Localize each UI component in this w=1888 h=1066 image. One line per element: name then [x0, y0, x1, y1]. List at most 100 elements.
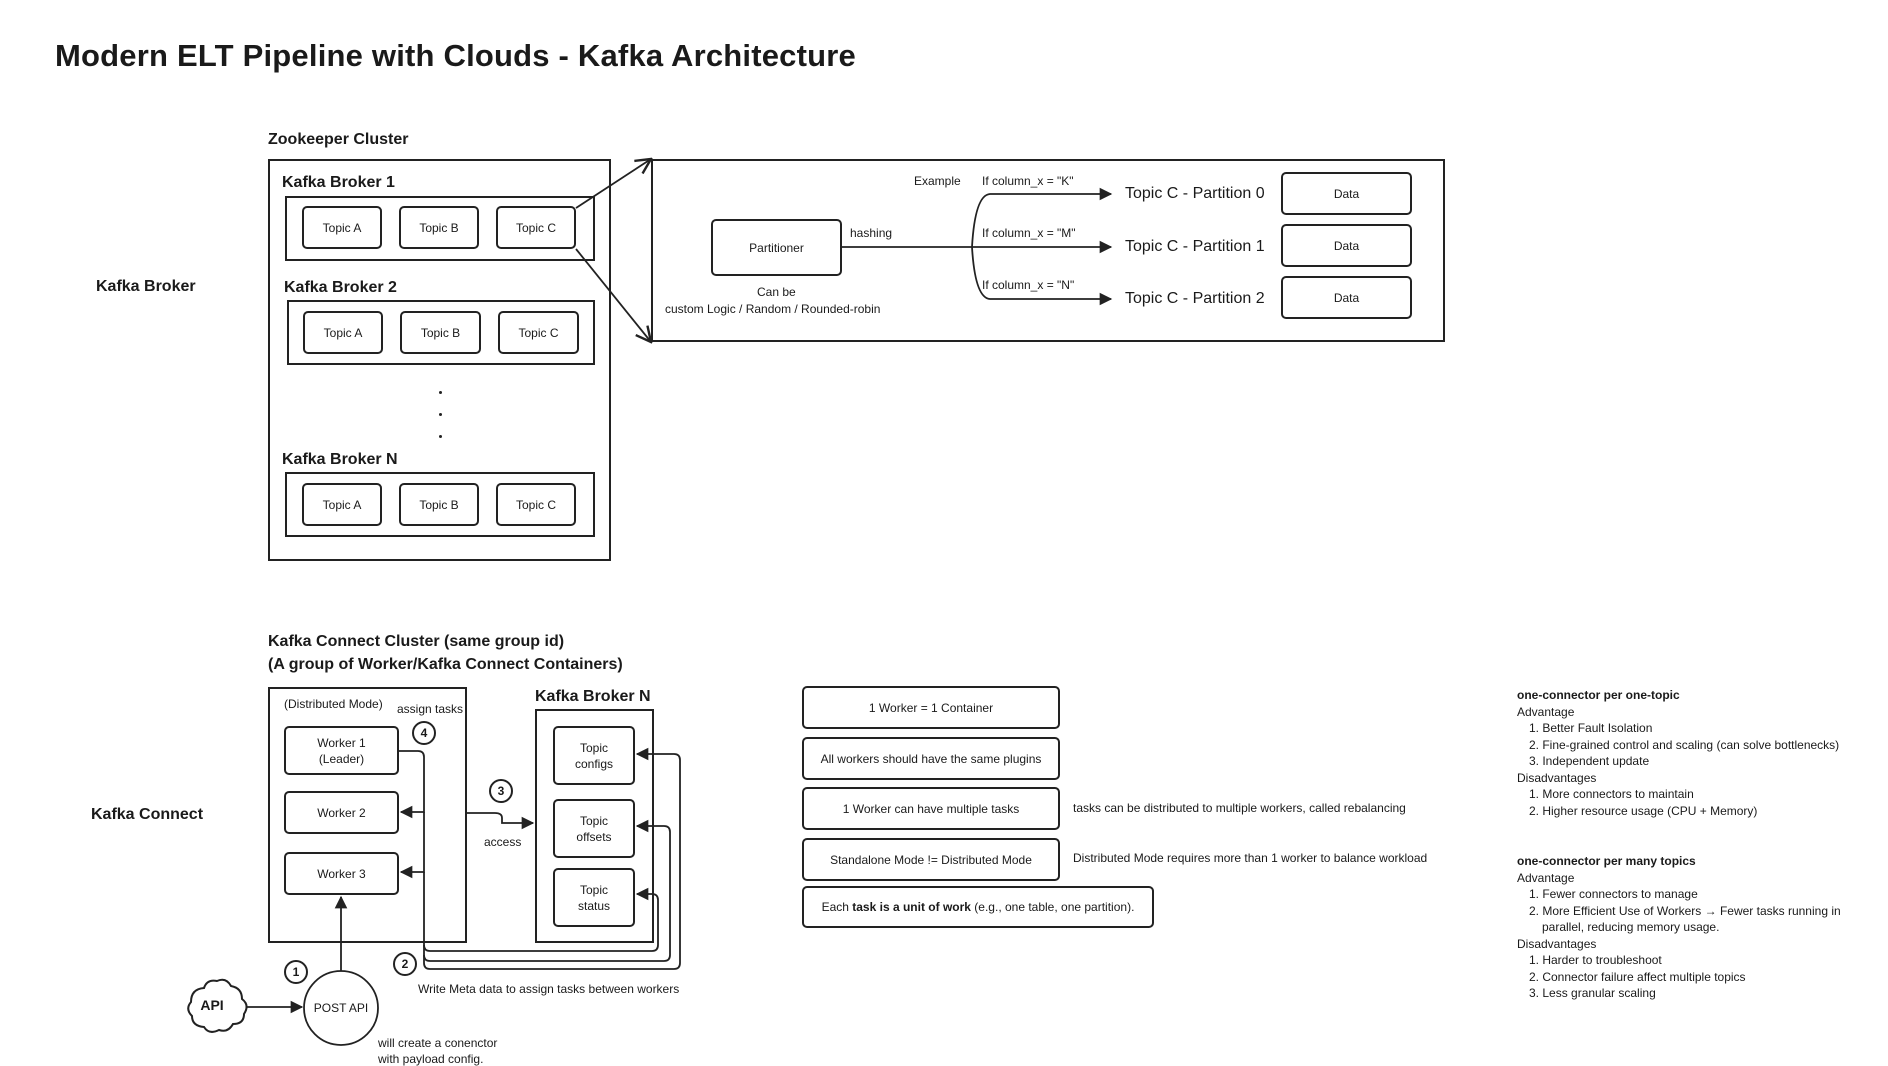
partitioner-logic: custom Logic / Random / Rounded-robin: [665, 302, 881, 316]
fact-box-5: Each task is a unit of work (e.g., one t…: [802, 886, 1154, 928]
partitioner-can-be: Can be: [757, 285, 796, 299]
note-2-dis-item: 3. Less granular scaling: [1529, 986, 1656, 1000]
route-0: [971, 187, 1113, 248]
ellipsis-dot: [439, 435, 442, 438]
partition-1-data: Data: [1281, 224, 1412, 267]
route-condition-0: If column_x = "K": [982, 174, 1074, 188]
broker-1-topic-b: Topic B: [399, 206, 479, 249]
connect-broker-n-label: Kafka Broker N: [535, 688, 651, 705]
broker-2-label: Kafka Broker 2: [284, 279, 397, 296]
fact-note-4: Distributed Mode requires more than 1 wo…: [1073, 851, 1428, 865]
note-2-adv-label: Advantage: [1517, 870, 1575, 885]
post-api-note-line1: will create a conenctor: [378, 1036, 498, 1050]
note-one-topic: one-connector per one-topic Advantage 1.…: [1517, 687, 1847, 819]
access-arrow: [467, 812, 535, 830]
note-2-adv-item-cont: parallel, reducing memory usage.: [1542, 920, 1720, 934]
connect-heading-line2: (A group of Worker/Kafka Connect Contain…: [268, 656, 623, 673]
note-1-heading: one-connector per one-topic: [1517, 688, 1680, 702]
note-2-adv-item: 1. Fewer connectors to manage: [1529, 887, 1698, 901]
zookeeper-cluster-label: Zookeeper Cluster: [268, 131, 409, 148]
note-1-adv-item: 2. Fine-grained control and scaling (can…: [1529, 737, 1840, 752]
fact-box-2: All workers should have the same plugins: [802, 737, 1060, 780]
access-label: access: [484, 835, 522, 849]
write-meta-to-status: [423, 887, 659, 952]
api-icon-text: API: [200, 997, 224, 1013]
post-api-circle: [303, 970, 379, 1046]
broker-n-topic-c: Topic C: [496, 483, 576, 526]
assign-to-worker-2: [399, 750, 425, 819]
step-3-badge: 3: [489, 779, 513, 803]
fact-5-bold: task is a unit of work: [852, 900, 971, 914]
broker-1-topic-c: Topic C: [496, 206, 576, 249]
ellipsis-dot: [439, 413, 442, 416]
partition-2-data: Data: [1281, 276, 1412, 319]
broker-2-topic-a: Topic A: [303, 311, 383, 354]
partition-0-label: Topic C - Partition 0: [1125, 185, 1265, 202]
route-2: [971, 246, 1113, 306]
broker-2-box: [287, 300, 595, 365]
assign-to-worker-3: [399, 812, 425, 879]
topic-configs: Topic configs: [553, 726, 635, 785]
hashing-label: hashing: [850, 226, 893, 240]
row-label-kafka-connect: Kafka Connect: [91, 806, 204, 823]
note-2-adv-item: 2. More Efficient Use of Workers → Fewer…: [1529, 903, 1841, 918]
assign-tasks-label: assign tasks: [397, 702, 464, 716]
broker-1-box: [285, 196, 595, 261]
note-1-dis-item: 2. Higher resource usage (CPU + Memory): [1529, 803, 1758, 818]
connect-heading-line1: Kafka Connect Cluster (same group id): [268, 633, 565, 650]
worker-2: Worker 2: [284, 791, 399, 834]
note-1-adv-item: 1. Better Fault Isolation: [1529, 721, 1653, 735]
topic-status: Topic status: [553, 868, 635, 927]
note-1-adv-item: 3. Independent update: [1529, 754, 1650, 768]
broker-1-topic-a: Topic A: [302, 206, 382, 249]
note-2-heading: one-connector per many topics: [1517, 854, 1696, 868]
note-2-dis-item: 2. Connector failure affect multiple top…: [1529, 969, 1746, 984]
note-1-adv-label: Advantage: [1517, 704, 1575, 719]
topic-offsets: Topic offsets: [553, 799, 635, 858]
fact-5-suffix: (e.g., one table, one partition).: [970, 900, 1135, 914]
broker-2-topic-c: Topic C: [498, 311, 579, 354]
worker-3: Worker 3: [284, 852, 399, 895]
fact-box-3: 1 Worker can have multiple tasks: [802, 787, 1060, 830]
note-2-dis-label: Disadvantages: [1517, 936, 1597, 951]
zoom-line-bottom: [575, 248, 651, 342]
step-1-badge: 1: [284, 960, 308, 984]
ellipsis-dot: [439, 391, 442, 394]
note-many-topics: one-connector per many topics Advantage …: [1517, 853, 1847, 1002]
route-condition-2: If column_x = "N": [982, 278, 1075, 292]
route-condition-1: If column_x = "M": [982, 226, 1076, 240]
broker-n-topic-b: Topic B: [399, 483, 479, 526]
broker-2-topic-b: Topic B: [400, 311, 481, 354]
write-meta-label: Write Meta data to assign tasks between …: [418, 982, 680, 996]
step-2-badge: 2: [393, 952, 417, 976]
distributed-mode-label: (Distributed Mode): [284, 697, 383, 711]
partition-0-data: Data: [1281, 172, 1412, 215]
api-gear-icon: [187, 978, 248, 1033]
fact-note-3: tasks can be distributed to multiple wor…: [1073, 801, 1406, 815]
fact-box-4: Standalone Mode != Distributed Mode: [802, 838, 1060, 881]
zookeeper-cluster: [268, 159, 611, 561]
zoom-line-top: [575, 159, 651, 209]
step-4-badge: 4: [412, 721, 436, 745]
partition-2-label: Topic C - Partition 2: [1125, 290, 1265, 307]
broker-1-label: Kafka Broker 1: [282, 174, 395, 191]
example-label: Example: [914, 174, 961, 188]
fact-5-prefix: Each: [821, 900, 853, 914]
note-1-dis-label: Disadvantages: [1517, 770, 1597, 785]
row-label-kafka-broker: Kafka Broker: [96, 278, 196, 295]
partition-detail-panel: [651, 159, 1445, 342]
worker-1-leader: Worker 1 (Leader): [284, 726, 399, 775]
connect-cluster-box: [268, 687, 467, 943]
broker-n-label: Kafka Broker N: [282, 451, 398, 468]
page-title: Modern ELT Pipeline with Clouds - Kafka …: [55, 38, 856, 73]
note-1-dis-item: 1. More connectors to maintain: [1529, 787, 1694, 801]
write-meta-to-configs: [423, 747, 681, 970]
broker-n-box: [285, 472, 595, 537]
partition-1-label: Topic C - Partition 1: [1125, 238, 1265, 255]
note-2-dis-item: 1. Harder to troubleshoot: [1529, 953, 1662, 967]
post-api-label: POST API: [313, 1001, 369, 1015]
fact-box-1: 1 Worker = 1 Container: [802, 686, 1060, 729]
write-meta-to-offsets: [423, 819, 671, 962]
